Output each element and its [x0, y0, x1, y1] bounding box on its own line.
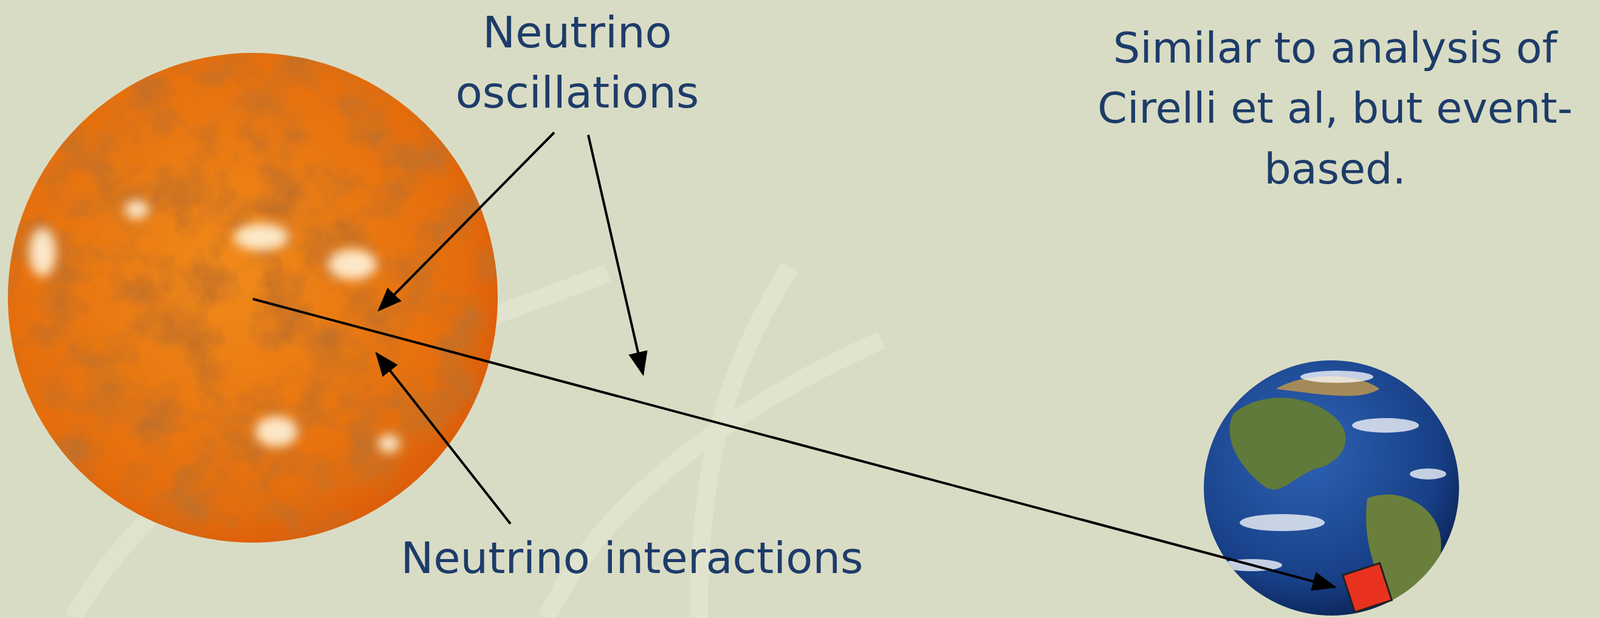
detector-square [1342, 563, 1393, 613]
label-text: Similar to analysis of Cirelli et al, bu… [1097, 23, 1573, 194]
leader-arrows [252, 132, 1335, 588]
earth [1203, 360, 1460, 616]
annotation-label: Neutrino interactions [388, 529, 876, 588]
label-text: Neutrino oscillations [455, 6, 700, 118]
leader-arrow [588, 134, 643, 374]
label-text: Neutrino interactions [400, 532, 863, 584]
note-text: Similar to analysis of Cirelli et al, bu… [1076, 18, 1594, 200]
leader-arrow [379, 132, 555, 310]
leader-arrow [376, 353, 511, 524]
sun [7, 52, 498, 543]
neutrino-path [252, 298, 1335, 588]
annotation-label: Neutrino oscillations [364, 2, 790, 124]
